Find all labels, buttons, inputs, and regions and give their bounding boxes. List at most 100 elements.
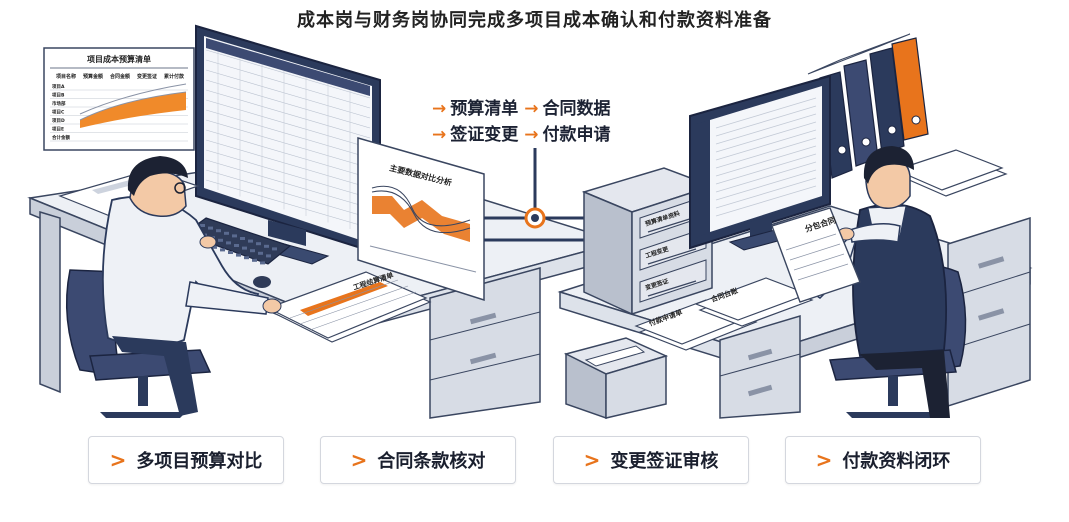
- poster-header: 变更签证: [137, 73, 157, 80]
- keyboard-key: [200, 224, 205, 227]
- chevron-right-icon: >: [815, 448, 833, 472]
- keyboard-key: [250, 249, 255, 253]
- keyboard-key: [218, 238, 223, 242]
- document-line: [715, 169, 817, 201]
- keyboard-key: [236, 253, 241, 257]
- flow-visa-change: 签证变更: [450, 125, 519, 145]
- keyboard-key: [272, 247, 277, 251]
- cost-staff-person: [101, 156, 282, 416]
- poster-header: 预算金额: [83, 73, 104, 80]
- keyboard-key: [242, 246, 247, 250]
- budget-compare-label: 多项目预算对比: [136, 451, 263, 472]
- grid-row-line: [205, 149, 371, 199]
- contract-check-label: 合同条款核对: [377, 451, 486, 472]
- keyboard-key: [266, 254, 271, 258]
- keyboard-key: [264, 244, 269, 248]
- data-flow-labels: →预算清单→合同数据 →签证变更→付款申请: [432, 96, 632, 148]
- document-line: [715, 97, 817, 129]
- keyboard-key: [256, 242, 261, 246]
- grid-row-line: [205, 109, 371, 159]
- document-line: [715, 137, 817, 169]
- sheet-header-bar: [206, 38, 370, 96]
- contract-check-button[interactable]: > 合同条款核对: [320, 436, 516, 484]
- budget-poster: 项目成本预算清单 项目名称预算金额合同金额变更签证累计付款 项目A 项目B市场部项…: [43, 47, 195, 151]
- grid-row-line: [205, 69, 371, 119]
- poster-row-label: 市场部: [52, 100, 66, 107]
- poster-header: 合同金额: [109, 73, 131, 80]
- grid-row-line: [205, 119, 371, 169]
- document-line: [715, 121, 817, 153]
- grid-row-line: [205, 89, 371, 139]
- keyboard-key: [244, 256, 249, 260]
- document-line: [715, 177, 817, 209]
- keyboard-key: [224, 231, 229, 235]
- keyboard-key: [226, 241, 231, 245]
- subcontract-document: 分包合同: [771, 207, 861, 303]
- poster-row-label: 项目B: [52, 92, 65, 99]
- comparison-chart-panel: 主要数据对比分析: [357, 137, 485, 302]
- poster-row-label: 项目E: [52, 126, 64, 133]
- keyboard-key: [208, 226, 213, 230]
- payment-closure-label: 付款资料闭环: [842, 451, 951, 472]
- chevron-right-icon: >: [583, 448, 601, 472]
- poster-header: 累计付款: [164, 73, 185, 80]
- flow-budget-list: 预算清单: [450, 99, 519, 119]
- grid-row-line: [205, 129, 371, 179]
- connector-node: [484, 148, 586, 242]
- keyboard-key: [220, 248, 225, 252]
- arrow-right-icon: →: [524, 99, 539, 119]
- change-visa-review-button[interactable]: > 变更签证审核: [553, 436, 749, 484]
- keyboard-key: [248, 239, 253, 243]
- change-visa-review-label: 变更签证审核: [610, 451, 719, 472]
- office-illustration: 项目成本预算清单 项目名称预算金额合同金额变更签证累计付款 项目A 项目B市场部项…: [27, 24, 1033, 420]
- drawer-handle: [647, 216, 697, 233]
- chevron-right-icon: >: [109, 448, 127, 472]
- grid-row-line: [205, 159, 371, 209]
- keyboard-key: [212, 245, 217, 249]
- keyboard-key: [232, 234, 237, 238]
- poster-row-label: 合计金额: [52, 134, 70, 141]
- document-line: [715, 113, 817, 145]
- keyboard-key: [228, 251, 233, 254]
- keyboard-key: [260, 261, 265, 265]
- document-line: [715, 145, 817, 177]
- grid-row-line: [205, 169, 371, 219]
- grid-row-line: [205, 49, 371, 99]
- budget-poster-title: 项目成本预算清单: [87, 54, 151, 64]
- keyboard-key: [216, 229, 221, 233]
- grid-row-line: [205, 179, 371, 229]
- settlement-paper-stack: 工程结算清单: [266, 270, 432, 343]
- keyboard-key: [240, 237, 245, 240]
- document-line: [715, 161, 817, 193]
- grid-row-line: [205, 59, 371, 109]
- grid-row-line: [205, 99, 371, 149]
- document-line: [715, 129, 817, 161]
- left-monitor: [195, 24, 381, 265]
- arrow-right-icon: →: [524, 125, 539, 145]
- archive-box: [563, 337, 669, 420]
- keyboard-key: [234, 244, 239, 247]
- document-line: [715, 105, 817, 137]
- flow-line-1: →预算清单→合同数据: [432, 96, 632, 122]
- flow-payment-request: 付款申请: [542, 125, 611, 145]
- document-line: [715, 185, 817, 217]
- flow-contract-data: 合同数据: [542, 99, 611, 119]
- grid-row-line: [205, 79, 371, 129]
- grid-row-line: [205, 139, 371, 189]
- drawer-handle: [647, 248, 697, 265]
- keyboard-key: [258, 251, 263, 255]
- budget-compare-button[interactable]: > 多项目预算对比: [88, 436, 284, 484]
- document-line: [715, 153, 817, 185]
- chevron-right-icon: >: [350, 448, 368, 472]
- poster-header: 项目名称: [56, 73, 76, 80]
- keyboard-key: [252, 258, 257, 262]
- poster-row-label: 项目A: [52, 83, 65, 90]
- arrow-right-icon: →: [432, 99, 447, 119]
- flow-line-2: →签证变更→付款申请: [432, 122, 632, 148]
- drawer-handle: [647, 280, 697, 297]
- page-title: 成本岗与财务岗协同完成多项目成本确认和付款资料准备: [297, 10, 772, 31]
- cabinet-drawer: [639, 259, 707, 303]
- poster-row-label: 项目C: [52, 109, 65, 116]
- payment-closure-button[interactable]: > 付款资料闭环: [785, 436, 981, 484]
